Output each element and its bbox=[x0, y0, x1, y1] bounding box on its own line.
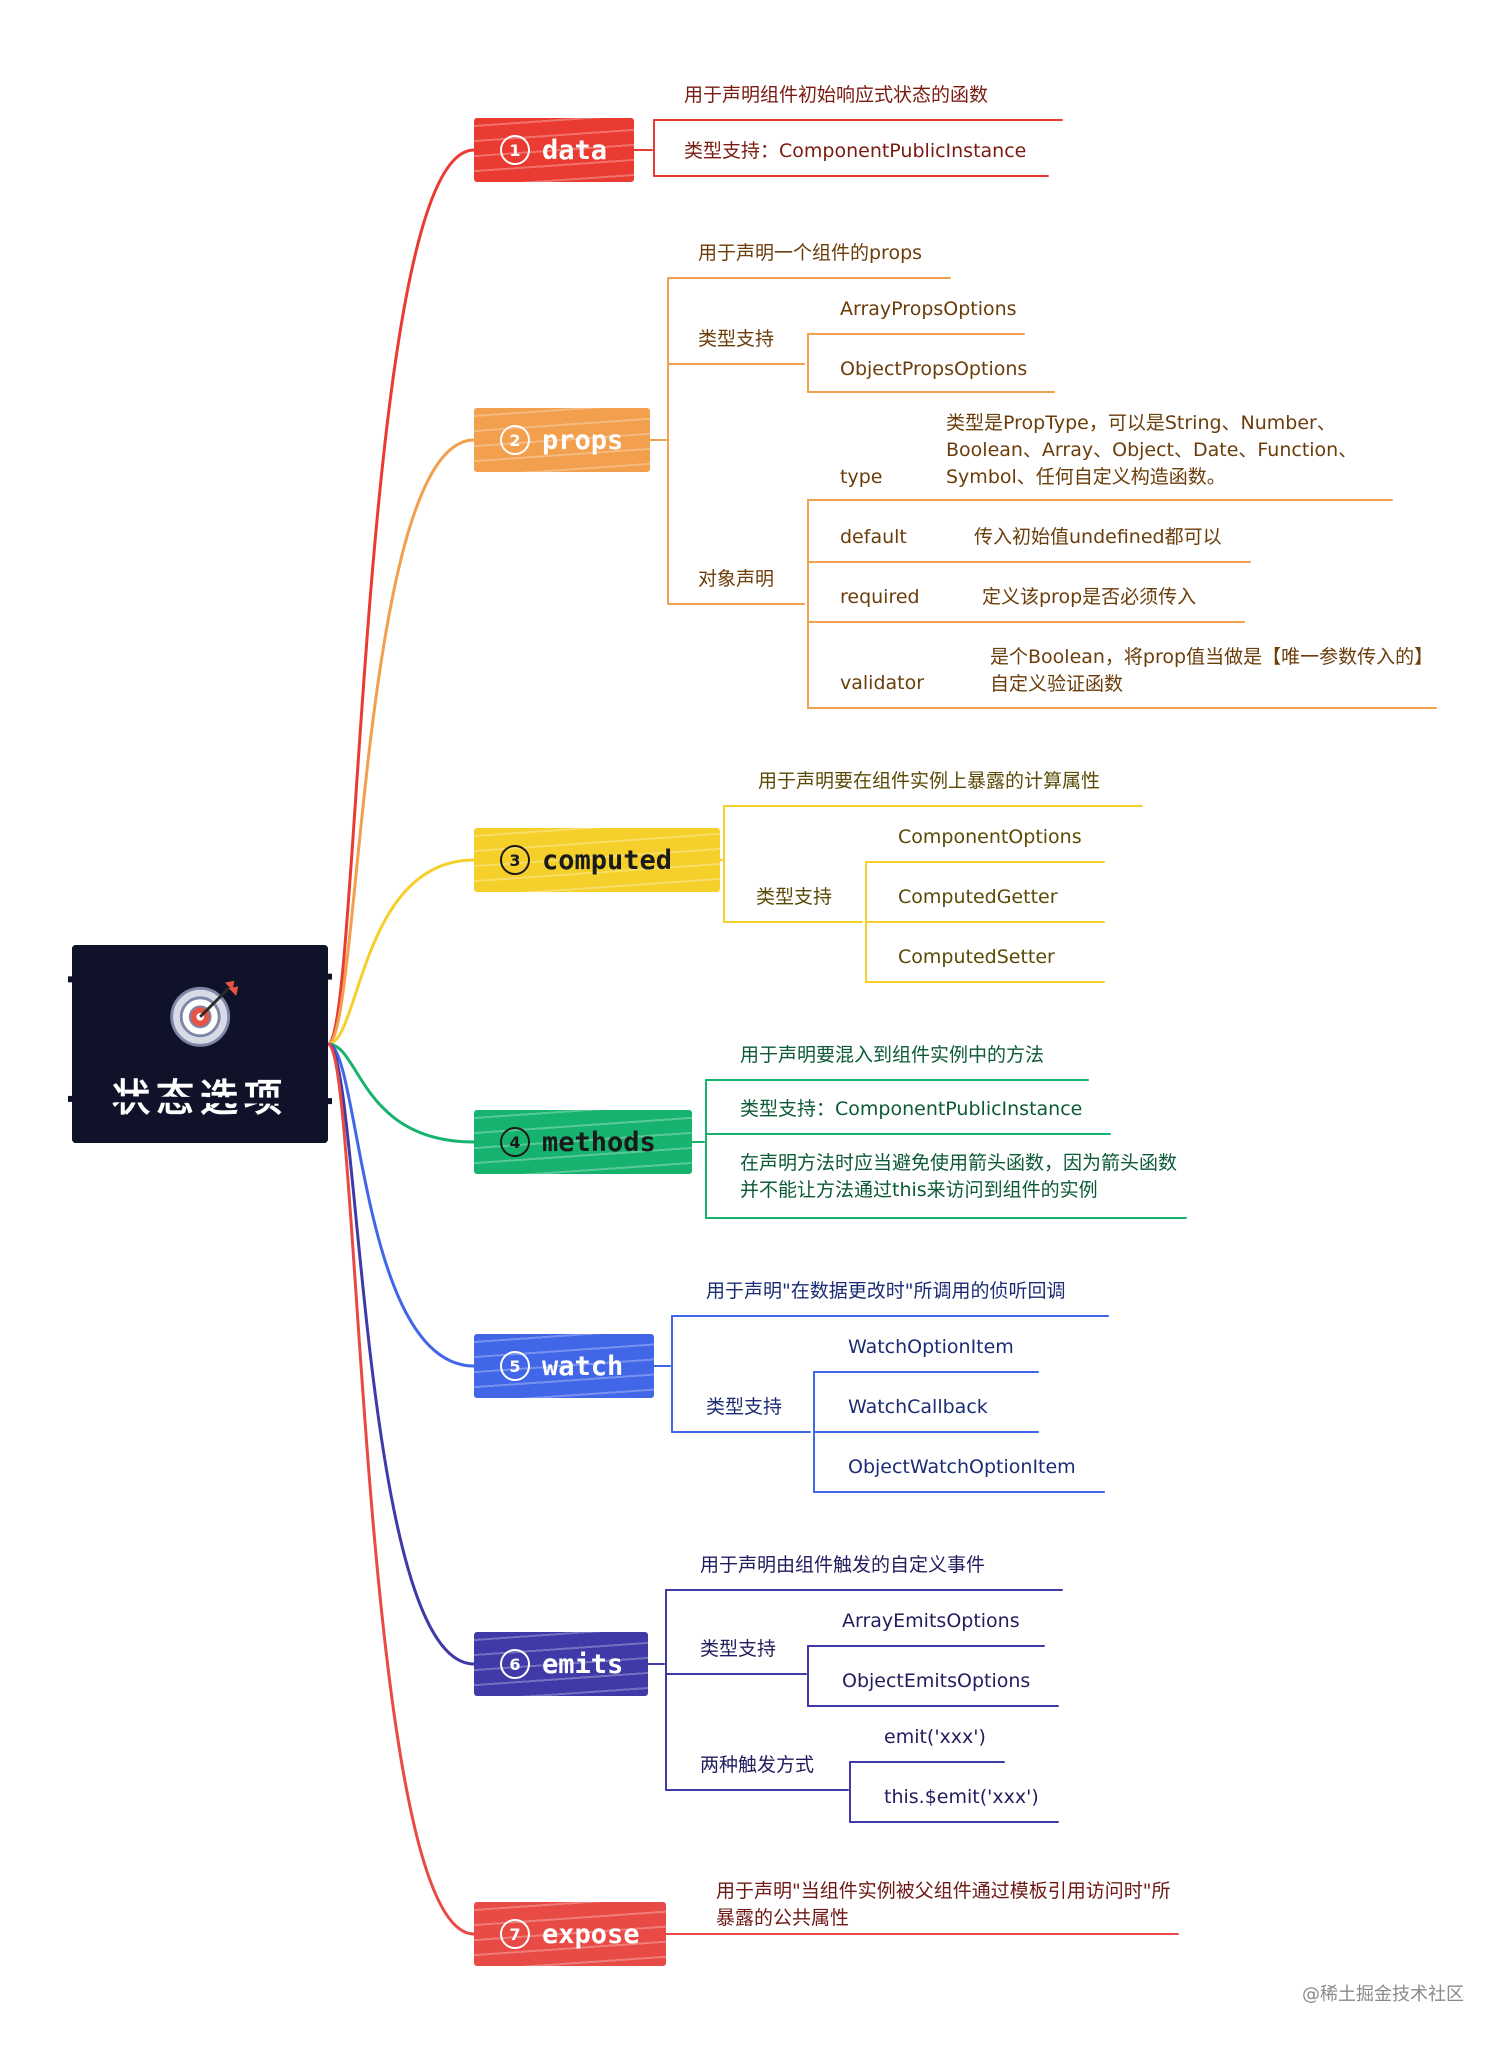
props-type-label: 类型支持 bbox=[698, 328, 775, 350]
trunk-line-watch bbox=[326, 1042, 476, 1368]
branch-number: 1 bbox=[500, 135, 530, 165]
data-type: 类型支持：ComponentPublicInstance bbox=[684, 140, 1027, 162]
branch-number: 5 bbox=[500, 1351, 530, 1381]
props-obj-label: 对象声明 bbox=[698, 568, 775, 590]
methods-note: 在声明方法时应当避免使用箭头函数，因为箭头函数并不能让方法通过this来访问到组… bbox=[740, 1152, 1178, 1201]
props-obj-val: 定义该prop是否必须传入 bbox=[982, 586, 1197, 608]
branch-data[interactable]: 1 data bbox=[474, 118, 634, 182]
props-obj-key: default bbox=[840, 526, 907, 548]
emits-desc: 用于声明由组件触发的自定义事件 bbox=[700, 1554, 986, 1576]
props-desc: 用于声明一个组件的props bbox=[698, 242, 923, 264]
computed-type-item: ComputedSetter bbox=[898, 946, 1055, 968]
watch-desc: 用于声明"在数据更改时"所调用的侦听回调 bbox=[706, 1280, 1066, 1302]
computed-type-label: 类型支持 bbox=[756, 886, 833, 908]
branch-props[interactable]: 2 props bbox=[474, 408, 650, 472]
emits-trigger-item: emit('xxx') bbox=[884, 1726, 986, 1748]
props-obj-val: 类型是PropType，可以是String、Number、Boolean、Arr… bbox=[946, 412, 1358, 488]
emits-trigger-label: 两种触发方式 bbox=[700, 1754, 815, 1776]
branch-label: expose bbox=[542, 1918, 640, 1950]
branch-emits[interactable]: 6 emits bbox=[474, 1632, 648, 1696]
branch-computed[interactable]: 3 computed bbox=[474, 828, 720, 892]
branch-number: 4 bbox=[500, 1127, 530, 1157]
props-obj-val: 传入初始值undefined都可以 bbox=[974, 526, 1222, 548]
methods-desc: 用于声明要混入到组件实例中的方法 bbox=[740, 1044, 1045, 1066]
branch-number: 6 bbox=[500, 1649, 530, 1679]
watch-type-item: WatchOptionItem bbox=[848, 1336, 1014, 1358]
watch-type-item: WatchCallback bbox=[848, 1396, 988, 1418]
emits-type-item: ObjectEmitsOptions bbox=[842, 1670, 1031, 1692]
trunk-line-expose bbox=[326, 1042, 476, 1936]
trunk-line-methods bbox=[326, 1042, 476, 1144]
trunk-line-emits bbox=[326, 1042, 476, 1666]
target-icon bbox=[170, 980, 239, 1047]
trunk-line-props bbox=[326, 438, 476, 1046]
methods-type: 类型支持：ComponentPublicInstance bbox=[740, 1098, 1083, 1120]
props-obj-val: 是个Boolean，将prop值当做是【唯一参数传入的】自定义验证函数 bbox=[990, 646, 1424, 695]
branch-number: 7 bbox=[500, 1919, 530, 1949]
branch-label: computed bbox=[542, 844, 673, 876]
watermark: @稀土掘金技术社区 bbox=[1302, 1984, 1464, 2005]
props-type-item: ArrayPropsOptions bbox=[840, 298, 1017, 320]
branch-number: 3 bbox=[500, 845, 530, 875]
branch-label: data bbox=[542, 134, 608, 166]
expose-desc: 用于声明"当组件实例被父组件通过模板引用访问时"所暴露的公共属性 bbox=[716, 1880, 1171, 1929]
computed-type-item: ComponentOptions bbox=[898, 826, 1082, 848]
branch-label: emits bbox=[542, 1648, 624, 1680]
emits-type-item: ArrayEmitsOptions bbox=[842, 1610, 1020, 1632]
emits-trigger-item: this.$emit('xxx') bbox=[884, 1786, 1039, 1808]
props-obj-key: required bbox=[840, 586, 920, 608]
props-obj-key: validator bbox=[840, 672, 925, 694]
props-type-item: ObjectPropsOptions bbox=[840, 358, 1028, 380]
branch-label: watch bbox=[542, 1350, 624, 1382]
branch-number: 2 bbox=[500, 425, 530, 455]
branch-methods[interactable]: 4 methods bbox=[474, 1110, 692, 1174]
watch-type-item: ObjectWatchOptionItem bbox=[848, 1456, 1076, 1478]
props-obj-key: type bbox=[840, 466, 883, 488]
root-node[interactable]: 状态选项 bbox=[72, 945, 328, 1143]
computed-type-item: ComputedGetter bbox=[898, 886, 1058, 908]
data-desc: 用于声明组件初始响应式状态的函数 bbox=[684, 84, 989, 106]
branch-label: methods bbox=[542, 1126, 656, 1158]
trunk-line-data bbox=[326, 148, 476, 1046]
root-title: 状态选项 bbox=[111, 1076, 288, 1120]
computed-desc: 用于声明要在组件实例上暴露的计算属性 bbox=[758, 770, 1101, 792]
watch-type-label: 类型支持 bbox=[706, 1396, 783, 1418]
branch-label: props bbox=[542, 424, 624, 456]
trunk-line-computed bbox=[326, 858, 476, 1046]
branch-expose[interactable]: 7 expose bbox=[474, 1902, 666, 1966]
emits-type-label: 类型支持 bbox=[700, 1638, 777, 1660]
branch-watch[interactable]: 5 watch bbox=[474, 1334, 654, 1398]
